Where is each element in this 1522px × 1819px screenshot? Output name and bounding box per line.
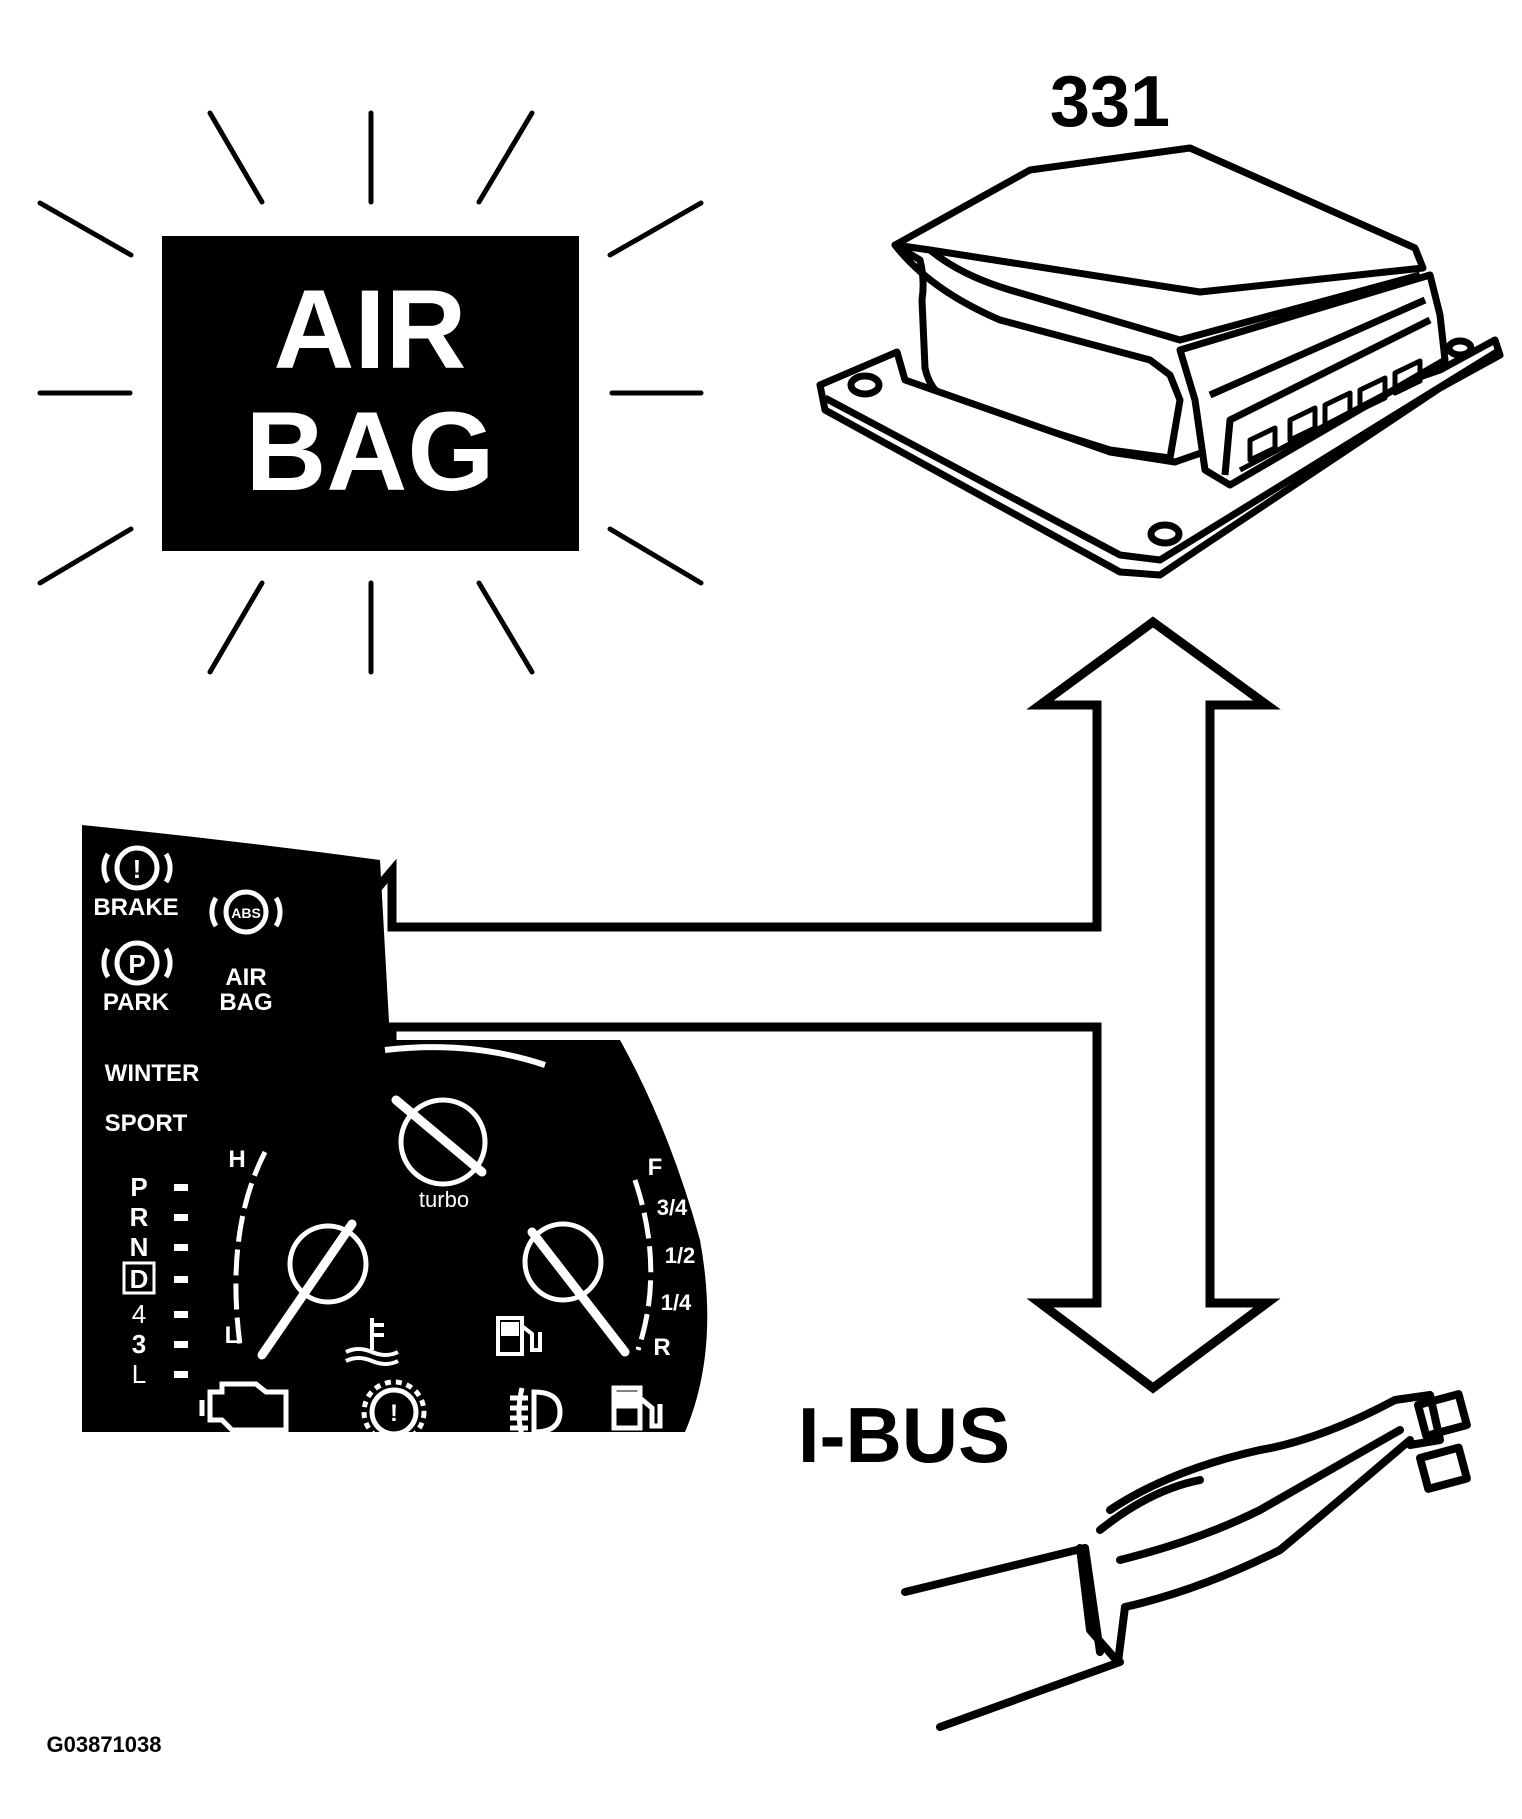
winter-mode-label: WINTER <box>105 1060 200 1087</box>
cluster-airbag-lamp-line2: BAG <box>219 989 272 1016</box>
gear-l: L <box>132 1359 146 1389</box>
figure-id: G03871038 <box>47 1732 162 1757</box>
fuel-three-quarter-label: 3/4 <box>657 1195 688 1220</box>
lamp-glow-rays <box>37 110 704 675</box>
fuel-pump-icon <box>496 1316 542 1356</box>
temp-high-label: H <box>228 1146 245 1173</box>
gear-r: R <box>130 1202 149 1232</box>
fuel-needle <box>527 1227 630 1357</box>
ibus-arrows <box>287 616 1281 1394</box>
traction-warning-icon <box>361 1379 427 1445</box>
turbo-needle <box>391 1095 487 1177</box>
abs-lamp-label: ABS <box>231 905 261 921</box>
gear-3: 3 <box>132 1329 146 1359</box>
svg-text:!: ! <box>133 854 142 884</box>
lamp-panel <box>162 236 579 551</box>
airbag-warning-lamp: AIR BAG <box>37 110 704 675</box>
fuel-quarter-label: 1/4 <box>661 1290 692 1315</box>
gear-p: P <box>130 1172 147 1202</box>
module-number-label: 331 <box>1050 62 1170 142</box>
brake-lamp-label: BRAKE <box>93 894 178 921</box>
fuel-gauge: F 3/4 1/2 1/4 R <box>496 1154 696 1361</box>
gear-n: N <box>130 1232 149 1262</box>
brake-warning-icon <box>114 845 160 891</box>
svg-text:!: ! <box>390 1400 398 1427</box>
sport-mode-label: SPORT <box>105 1110 188 1137</box>
bus-label: I-BUS <box>798 1391 1010 1479</box>
abs-warning-icon <box>223 889 269 935</box>
temperature-needle <box>257 1219 357 1360</box>
cluster-panel <box>82 825 708 1432</box>
lamp-text-bag: BAG <box>246 389 495 514</box>
gear-d: D <box>130 1264 149 1294</box>
coolant-temp-icon <box>345 1318 399 1366</box>
fuel-half-label: 1/2 <box>665 1243 696 1268</box>
bus-cable <box>901 1390 1471 1731</box>
bidirectional-bus-arrow <box>287 616 1281 1394</box>
fuel-full-label: F <box>648 1154 663 1181</box>
cluster-airbag-lamp-line1: AIR <box>225 964 266 991</box>
turbo-label: turbo <box>419 1187 469 1212</box>
svg-text:P: P <box>128 949 145 979</box>
temperature-gauge: H L <box>225 1146 399 1366</box>
instrument-cluster: ! P ABS BRAKE PARK AIR BAG WINTER SPORT … <box>82 825 708 1445</box>
airbag-control-module <box>816 144 1504 579</box>
turbo-gauge: turbo <box>384 1044 546 1212</box>
gear-indicator: P R N D 4 3 L <box>122 1172 188 1389</box>
low-fuel-icon <box>611 1385 663 1431</box>
lamp-text-air: AIR <box>274 267 467 392</box>
parking-brake-icon <box>114 940 160 986</box>
gear-4: 4 <box>132 1299 146 1329</box>
fog-light-icon <box>510 1387 563 1437</box>
check-engine-icon <box>199 1381 289 1433</box>
temp-low-label: L <box>225 1322 240 1349</box>
fuel-reserve-label: R <box>653 1334 670 1361</box>
park-lamp-label: PARK <box>103 989 170 1016</box>
